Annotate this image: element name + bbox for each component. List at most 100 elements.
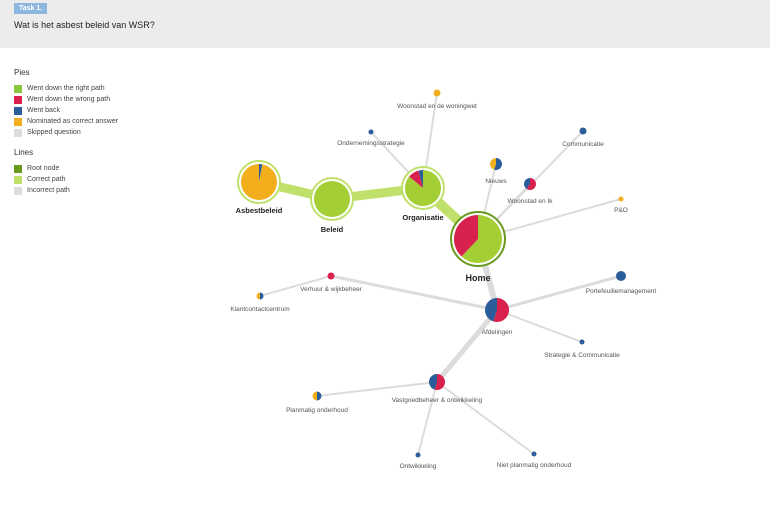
node-ontwikkeling[interactable]: Ontwikkeling bbox=[400, 452, 437, 471]
node-label: Niet planmatig onderhoud bbox=[497, 462, 572, 469]
node-niet_planmatig[interactable]: Niet planmatig onderhoud bbox=[497, 451, 572, 470]
pie-slice-nominated bbox=[241, 164, 278, 201]
legend-pie-label: Skipped question bbox=[27, 129, 81, 136]
pie-slice-right bbox=[404, 170, 441, 207]
task-question: Wat is het asbest beleid van WSR? bbox=[14, 20, 155, 30]
pie-slice-back bbox=[418, 170, 423, 188]
pie-slice-nominated bbox=[312, 391, 317, 401]
legend-line-item: Correct path bbox=[14, 174, 118, 185]
node-label: Beleid bbox=[321, 225, 344, 234]
legend-pie-item: Went back bbox=[14, 105, 118, 116]
legend-pie-swatch bbox=[14, 106, 22, 115]
node-woonstad_ik[interactable]: Woonstad en Ik bbox=[507, 178, 553, 205]
node-label: Klantcontactcentrum bbox=[230, 306, 289, 313]
pie-slice-wrong bbox=[454, 215, 478, 257]
node-label: Afdelingen bbox=[482, 329, 513, 336]
legend-line-item: Incorrect path bbox=[14, 185, 118, 196]
node-organisatie[interactable]: Organisatie bbox=[401, 166, 445, 222]
pie-slice-nominated bbox=[256, 292, 260, 300]
pie-slice-back bbox=[317, 391, 322, 401]
pie-slice-back bbox=[428, 374, 437, 390]
pie-slice-back bbox=[531, 451, 537, 457]
legend-line-item: Root node bbox=[14, 163, 118, 174]
pie-slice-right bbox=[314, 181, 350, 217]
pie-slice-wrong bbox=[493, 298, 510, 323]
legend-pie-label: Went back bbox=[27, 107, 60, 114]
node-label: Woonstad en Ik bbox=[507, 198, 553, 205]
node-communicatie[interactable]: Communicatie bbox=[562, 127, 604, 149]
node-verhuur[interactable]: Verhuur & wijkbeheer bbox=[300, 272, 363, 294]
node-asbestbeleid[interactable]: Asbestbeleid bbox=[236, 160, 283, 215]
pie-slice-back bbox=[579, 127, 587, 135]
node-label: Ondernemingsstrategie bbox=[337, 140, 405, 147]
node-label: Asbestbeleid bbox=[236, 206, 283, 215]
pie-slice-right bbox=[461, 215, 503, 263]
legend-pie-item: Went down the wrong path bbox=[14, 94, 118, 105]
edge-verhuur-klantcontact bbox=[259, 275, 332, 297]
legend-pie-label: Nominated as correct answer bbox=[27, 118, 119, 125]
node-vastgoedbeheer[interactable]: Vastgoedbeheer & ontwikkeling bbox=[392, 374, 483, 404]
legend-line-label: Correct path bbox=[27, 176, 66, 183]
legend-pie-swatch bbox=[14, 95, 22, 104]
node-label: Home bbox=[465, 273, 490, 283]
node-planmatig[interactable]: Planmatig onderhoud bbox=[286, 391, 348, 415]
legend-pie-item: Went down the right path bbox=[14, 83, 118, 94]
edge-vastgoedbeheer-niet_planmatig bbox=[436, 381, 535, 455]
pie-slice-back bbox=[485, 298, 497, 322]
legend-pie-label: Went down the right path bbox=[27, 85, 105, 92]
pie-slice-back bbox=[524, 178, 530, 189]
task-badge: Task 1. bbox=[14, 3, 48, 14]
node-label: Planmatig onderhoud bbox=[286, 407, 348, 414]
edge-afdelingen-portefeuille bbox=[495, 274, 623, 312]
legend-line-swatch bbox=[14, 186, 22, 195]
pie-slice-back bbox=[259, 164, 263, 182]
legend-line-swatch bbox=[14, 164, 22, 173]
legend-pie-item: Skipped question bbox=[14, 127, 118, 138]
legend-pie-label: Went down the wrong path bbox=[27, 96, 111, 103]
pie-slice-nominated bbox=[489, 158, 496, 170]
node-beleid[interactable]: Beleid bbox=[310, 177, 354, 234]
legend-pies-title: Pies bbox=[14, 68, 30, 77]
pie-slice-nominated bbox=[618, 196, 624, 202]
pie-slice-nominated bbox=[433, 89, 441, 97]
pie-slice-back bbox=[579, 339, 585, 345]
node-label: Ontwikkeling bbox=[400, 463, 437, 470]
edge-afdelingen-verhuur bbox=[329, 274, 499, 312]
node-woonstad_woningwet[interactable]: Woonstad en de woningwet bbox=[397, 89, 477, 111]
node-ondernemingsstrategie[interactable]: Ondernemingsstrategie bbox=[337, 129, 405, 148]
pie-slice-wrong bbox=[434, 374, 445, 390]
edge-afdelingen-strategie_comm bbox=[496, 309, 583, 343]
node-home[interactable]: Home bbox=[450, 211, 506, 283]
pie-slice-wrong bbox=[327, 272, 335, 280]
node-nieuws[interactable]: Nieuws bbox=[485, 158, 507, 185]
edge-vastgoedbeheer-ontwikkeling bbox=[417, 381, 438, 456]
node-po[interactable]: P&O bbox=[614, 196, 628, 215]
legend-line-swatch bbox=[14, 175, 22, 184]
node-label: P&O bbox=[614, 207, 628, 214]
node-afdelingen[interactable]: Afdelingen bbox=[482, 298, 513, 336]
legend-pie-swatch bbox=[14, 128, 22, 137]
legend-line-label: Root node bbox=[27, 165, 60, 172]
pie-slice-back bbox=[415, 452, 421, 458]
node-klantcontact[interactable]: Klantcontactcentrum bbox=[230, 292, 290, 314]
node-label: Verhuur & wijkbeheer bbox=[300, 286, 363, 293]
node-portefeuille[interactable]: Portefeuillemanagement bbox=[586, 271, 657, 295]
legend-pie-item: Nominated as correct answer bbox=[14, 116, 118, 127]
edge-vastgoedbeheer-planmatig bbox=[316, 381, 438, 397]
edge-afdelingen-vastgoedbeheer bbox=[434, 307, 500, 385]
legend-pie-swatch bbox=[14, 117, 22, 126]
pie-slice-back bbox=[494, 158, 502, 171]
node-label: Woonstad en de woningwet bbox=[397, 103, 477, 110]
pie-slice-back bbox=[616, 271, 626, 281]
node-label: Strategie & Communicatie bbox=[544, 352, 620, 359]
pie-slice-wrong bbox=[409, 170, 423, 188]
node-label: Portefeuillemanagement bbox=[586, 288, 657, 295]
task-header: Task 1. Wat is het asbest beleid van WSR… bbox=[0, 0, 770, 48]
node-strategie_comm[interactable]: Strategie & Communicatie bbox=[544, 339, 620, 360]
pie-slice-back bbox=[260, 292, 264, 300]
